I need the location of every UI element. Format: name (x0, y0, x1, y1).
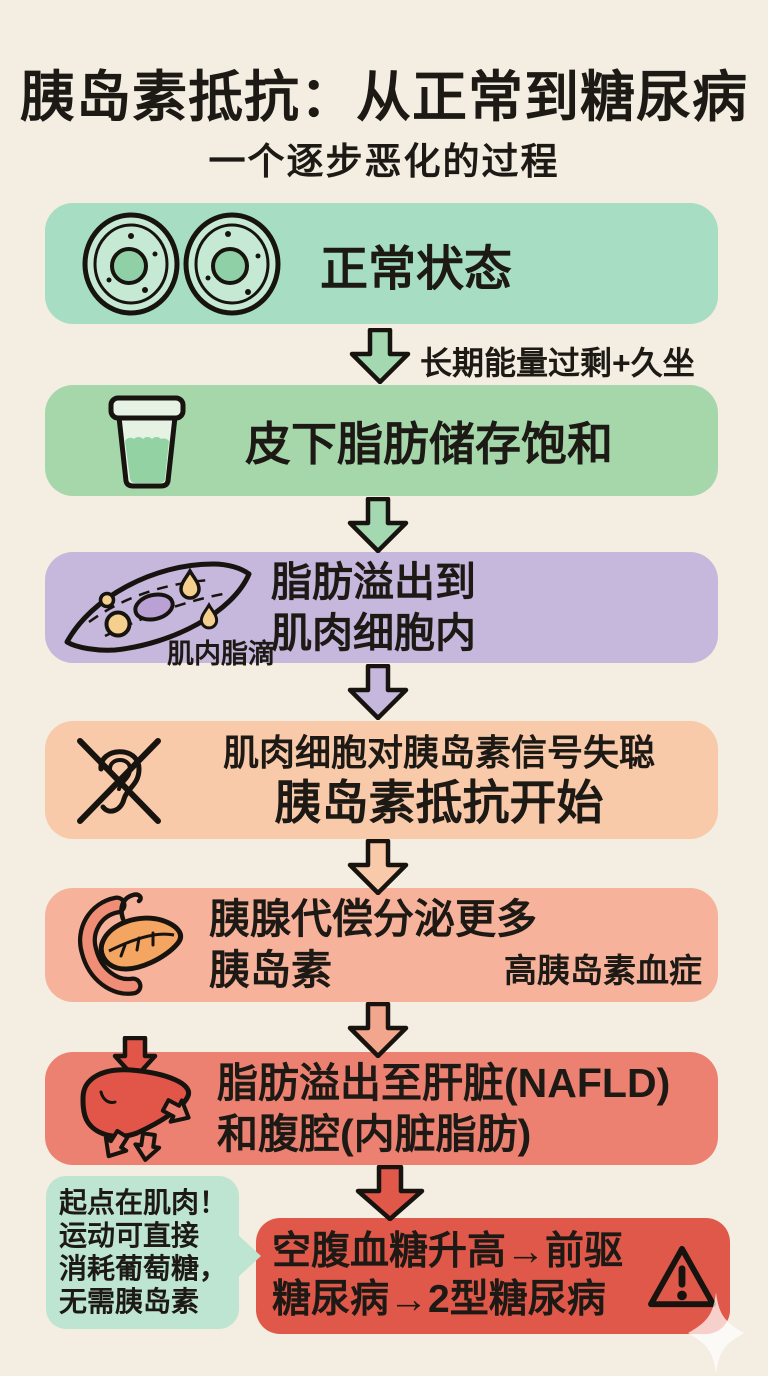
step-normal-state: 正常状态 (45, 203, 718, 324)
step-type2-diabetes: 空腹血糖升高→前驱 糖尿病→2型糖尿病 (256, 1218, 730, 1334)
step3-line1: 脂肪溢出到 (271, 558, 476, 605)
deaf-ear-icon (77, 738, 161, 824)
transition1-label: 长期能量过剩+久坐 (420, 345, 695, 381)
callout-line3: 消耗葡萄糖， (59, 1253, 228, 1284)
step6-line1: 脂肪溢出至肝脏(NAFLD) (217, 1059, 671, 1106)
muscle-starting-point-callout: 起点在肌肉！ 运动可直接 消耗葡萄糖， 无需胰岛素 (46, 1176, 261, 1329)
step4-line1: 肌肉细胞对胰岛素信号失聪 (222, 732, 655, 773)
down-arrow-icon (347, 839, 409, 895)
muscle-lipid-caption: 肌内脂滴 (167, 639, 275, 669)
pancreas-icon (78, 892, 184, 996)
step3-line2: 肌肉细胞内 (271, 609, 476, 656)
step5-line1: 胰腺代偿分泌更多 (209, 896, 537, 942)
sparkle-icon (688, 1292, 744, 1374)
step7-line1: 空腹血糖升高→前驱 (272, 1230, 624, 1273)
page-subtitle: 一个逐步恶化的过程 (208, 141, 560, 182)
step4-line2: 胰岛素抵抗开始 (274, 776, 604, 829)
muscle-fiber-icon (64, 561, 252, 653)
step6-line2: 和腹腔(内脏脂肪) (217, 1110, 532, 1157)
step1-label: 正常状态 (320, 242, 513, 296)
fat-cells-icon (82, 212, 281, 315)
down-arrow-icon (355, 1165, 425, 1221)
step2-label: 皮下脂肪储存饱和 (245, 417, 613, 470)
step-insulin-resistance-begins: 肌肉细胞对胰岛素信号失聪 胰岛素抵抗开始 (45, 721, 718, 839)
down-arrow-icon (349, 328, 411, 384)
step5-line2: 胰岛素 (209, 947, 332, 993)
step7-line2: 糖尿病→2型糖尿病 (272, 1278, 606, 1321)
callout-line1: 起点在肌肉！ (59, 1187, 228, 1218)
callout-line4: 无需胰岛素 (59, 1286, 200, 1317)
step-pancreas-compensates: 胰腺代偿分泌更多 胰岛素 高胰岛素血症 (45, 888, 718, 1002)
callout-line2: 运动可直接 (59, 1220, 200, 1251)
full-cup-icon (108, 395, 186, 488)
down-arrow-icon (347, 1002, 409, 1058)
hyperinsulinemia-note: 高胰岛素血症 (504, 952, 702, 989)
liver-overflow-icon (80, 1035, 192, 1162)
step-subcutaneous-fat-saturated: 皮下脂肪储存饱和 (45, 385, 718, 496)
down-arrow-icon (347, 497, 409, 553)
step-fat-into-muscle: 肌内脂滴 脂肪溢出到 肌肉细胞内 (45, 552, 718, 669)
warning-triangle-icon (648, 1245, 716, 1308)
down-arrow-icon (347, 664, 409, 720)
page-title: 胰岛素抵抗：从正常到糖尿病 (19, 66, 748, 128)
step-fat-to-liver: 脂肪溢出至肝脏(NAFLD) 和腹腔(内脏脂肪) (45, 1035, 718, 1165)
